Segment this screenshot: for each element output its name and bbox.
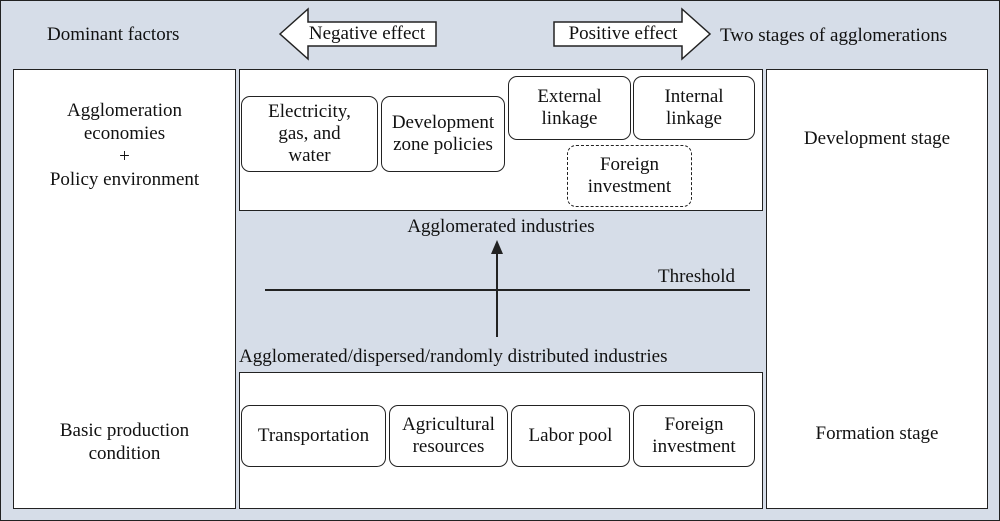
foreign-investment-box: Foreign investment <box>633 405 755 467</box>
electricity-gas-water-box: Electricity, gas, and water <box>241 96 378 172</box>
box-line: Development <box>391 112 495 133</box>
right-column-panel <box>766 69 988 509</box>
foreign-investment-dashed-box: Foreign investment <box>567 145 692 207</box>
upward-arrow <box>491 240 503 337</box>
agglomerated-industries-label: Agglomerated industries <box>407 216 595 237</box>
left-column-panel <box>13 69 236 509</box>
factor-line: Agglomeration <box>66 100 183 121</box>
negative-effect-arrow <box>278 7 437 61</box>
box-line: Internal <box>664 86 724 107</box>
external-linkage-box: External linkage <box>508 76 631 140</box>
box-line: water <box>288 145 331 166</box>
development-stage-label: Development stage <box>803 128 951 149</box>
threshold-label: Threshold <box>658 266 736 287</box>
positive-effect-label: Positive effect <box>568 23 678 44</box>
box-line: Foreign <box>599 154 660 175</box>
agricultural-resources-box: Agricultural resources <box>389 405 508 467</box>
box-line: Agricultural <box>402 414 495 435</box>
dispersed-industries-label: Agglomerated/dispersed/randomly distribu… <box>239 346 668 367</box>
box-line: gas, and <box>278 123 341 144</box>
box-line: zone policies <box>393 134 493 155</box>
factor-line: + <box>119 146 130 167</box>
box-line: Electricity, <box>268 101 351 122</box>
two-stages-heading: Two stages of agglomerations <box>720 25 948 46</box>
development-zone-policies-box: Development zone policies <box>381 96 505 172</box>
basic-production-factor: Basic production condition <box>13 419 236 465</box>
factor-line: economies <box>83 123 166 144</box>
factor-line: Basic production <box>59 420 190 441</box>
threshold-line <box>265 289 750 291</box>
box-line: Foreign <box>664 414 724 435</box>
box-line: Transportation <box>257 425 370 446</box>
box-line: resources <box>412 436 485 457</box>
box-line: linkage <box>541 108 598 129</box>
positive-effect-arrow <box>553 7 712 61</box>
formation-stage-label: Formation stage <box>815 423 939 444</box>
factor-line: Policy environment <box>49 169 200 190</box>
box-line: External <box>537 86 602 107</box>
transportation-box: Transportation <box>241 405 386 467</box>
box-line: linkage <box>666 108 722 129</box>
box-line: investment <box>587 176 672 197</box>
box-line: Labor pool <box>528 425 613 446</box>
agglomeration-policy-factors: Agglomeration economies + Policy environ… <box>13 99 236 191</box>
negative-effect-label: Negative effect <box>308 23 426 44</box>
labor-pool-box: Labor pool <box>511 405 630 467</box>
dominant-factors-heading: Dominant factors <box>47 24 180 45</box>
box-line: investment <box>652 436 736 457</box>
internal-linkage-box: Internal linkage <box>633 76 755 140</box>
factor-line: condition <box>88 443 161 464</box>
